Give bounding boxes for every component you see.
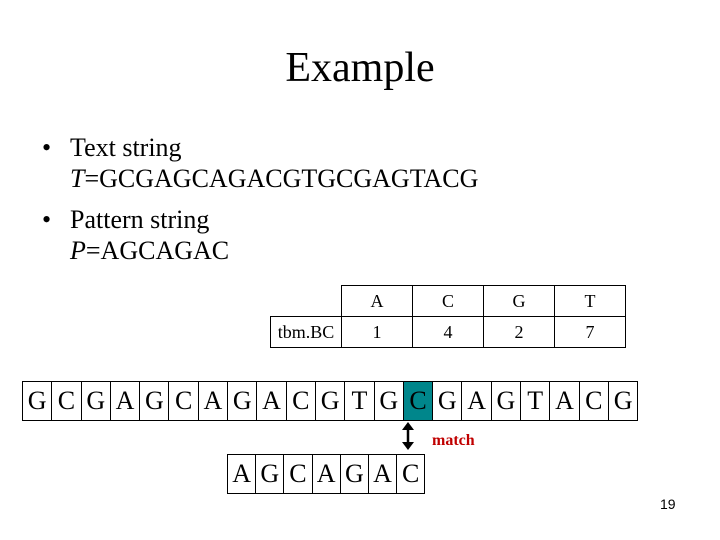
sequence-char: C <box>284 455 313 493</box>
sequence-char: C <box>52 382 82 420</box>
match-label: match <box>432 432 475 449</box>
sequence-char: A <box>228 455 257 493</box>
table-value-cell: 1 <box>341 316 413 348</box>
sequence-char: G <box>256 455 285 493</box>
table-header-cell: T <box>554 285 626 317</box>
sequence-char: A <box>257 382 287 420</box>
table-corner <box>270 285 342 317</box>
variable-t: T <box>70 164 85 193</box>
text-string-sequence: =GCGAGCAGACGTGCGAGTACG <box>84 164 479 193</box>
sequence-char: C <box>169 382 199 420</box>
table-header-cell: A <box>341 285 413 317</box>
sequence-char: C <box>403 382 434 420</box>
sequence-char: G <box>228 382 258 420</box>
sequence-char: C <box>402 459 420 488</box>
sequence-char: G <box>341 455 369 493</box>
table-value-cell: 4 <box>412 316 484 348</box>
pattern-string-value: P=AGCAGAC <box>70 236 229 266</box>
pattern-string-sequence: =AGCAGAC <box>85 236 230 265</box>
sequence-char: G <box>375 382 404 420</box>
sequence-char: A <box>369 455 398 493</box>
bullet-text-string: • Text string <box>42 133 182 163</box>
bullet-dot: • <box>42 205 52 234</box>
sequence-char: A <box>111 382 141 420</box>
double-arrow-icon <box>402 422 414 450</box>
table-value-cell: 7 <box>554 316 626 348</box>
sequence-char: G <box>82 382 111 420</box>
sequence-char: A <box>199 382 229 420</box>
sequence-char: G <box>613 386 633 415</box>
sequence-char: G <box>433 382 463 420</box>
table-header-cell: G <box>483 285 555 317</box>
sequence-char: G <box>316 382 346 420</box>
bullet-label: Text string <box>70 133 182 162</box>
sequence-char: A <box>462 382 492 420</box>
bad-character-table: A C G T tbm.BC 1 4 2 7 <box>270 285 626 348</box>
sequence-char: C <box>580 382 609 420</box>
sequence-char: T <box>345 382 375 420</box>
table-value-cell: 2 <box>483 316 555 348</box>
table-row: tbm.BC 1 4 2 7 <box>270 316 626 348</box>
table-header-cell: C <box>412 285 484 317</box>
sequence-char: A <box>550 382 580 420</box>
text-string-value: T=GCGAGCAGACGTGCGAGTACG <box>70 164 478 194</box>
slide-title: Example <box>285 45 435 91</box>
table-row-label: tbm.BC <box>270 316 342 348</box>
sequence-char: G <box>23 382 53 420</box>
table-header-row: A C G T <box>270 285 626 317</box>
bullet-dot: • <box>42 133 52 162</box>
sequence-char: G <box>492 382 522 420</box>
sequence-char: A <box>313 455 341 493</box>
bullet-pattern-string: • Pattern string <box>42 205 209 235</box>
page-number: 19 <box>660 496 676 512</box>
variable-p: P <box>70 236 86 265</box>
sequence-char: T <box>521 382 551 420</box>
bullet-label: Pattern string <box>70 205 210 234</box>
sequence-char: C <box>287 382 316 420</box>
sequence-char: G <box>140 382 170 420</box>
